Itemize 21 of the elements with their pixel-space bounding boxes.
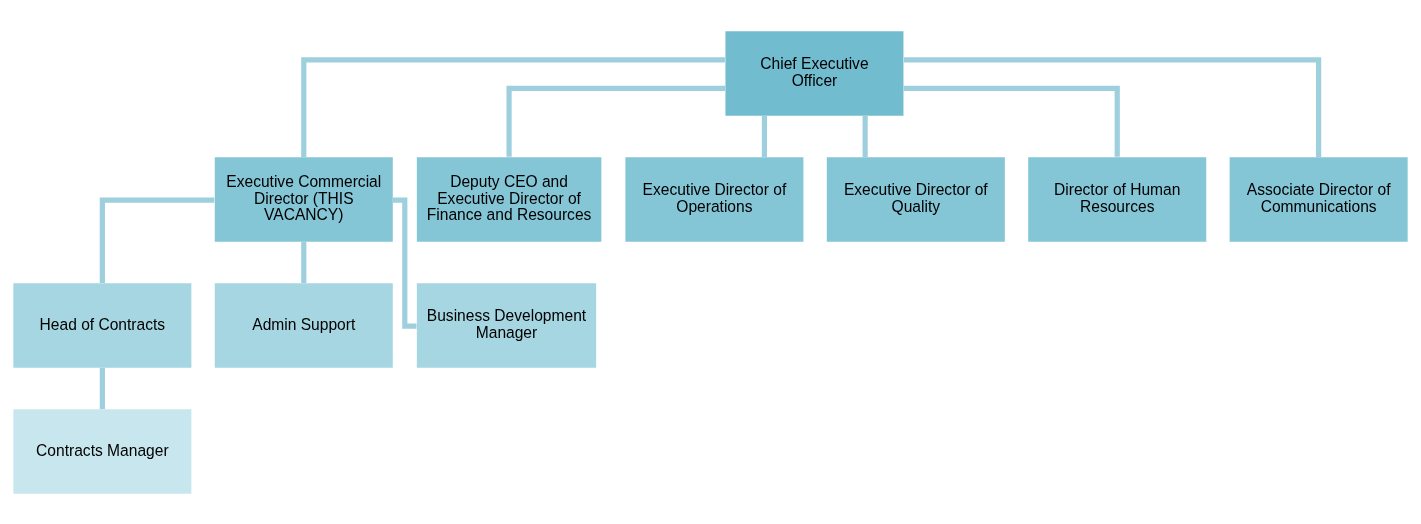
node-box: Head of Contracts	[13, 282, 192, 368]
node-box: Admin Support	[214, 282, 393, 368]
node-box: Executive Commercial Director (THIS VACANCY)	[214, 156, 393, 242]
node-box: Business Development Manager	[416, 282, 597, 368]
connector	[301, 241, 307, 283]
connector	[99, 197, 215, 283]
connector	[903, 85, 1120, 157]
connector	[506, 85, 726, 157]
node-box: Contracts Manager	[13, 408, 192, 494]
connector	[904, 56, 1322, 157]
node-box: Executive Director of Quality	[826, 156, 1005, 242]
node-box: Chief Executive Officer	[725, 30, 904, 116]
node-box: Deputy CEO and Executive Director of Finance and Resources	[416, 156, 602, 242]
connector	[392, 197, 417, 329]
node-box: Executive Director of Operations	[625, 156, 804, 242]
node-box: Associate Director of Communications	[1229, 156, 1408, 242]
connector	[761, 115, 768, 157]
node-box: Director of Human Resources	[1028, 156, 1207, 242]
connector	[301, 56, 725, 157]
connector	[862, 115, 868, 157]
connector	[99, 367, 105, 409]
